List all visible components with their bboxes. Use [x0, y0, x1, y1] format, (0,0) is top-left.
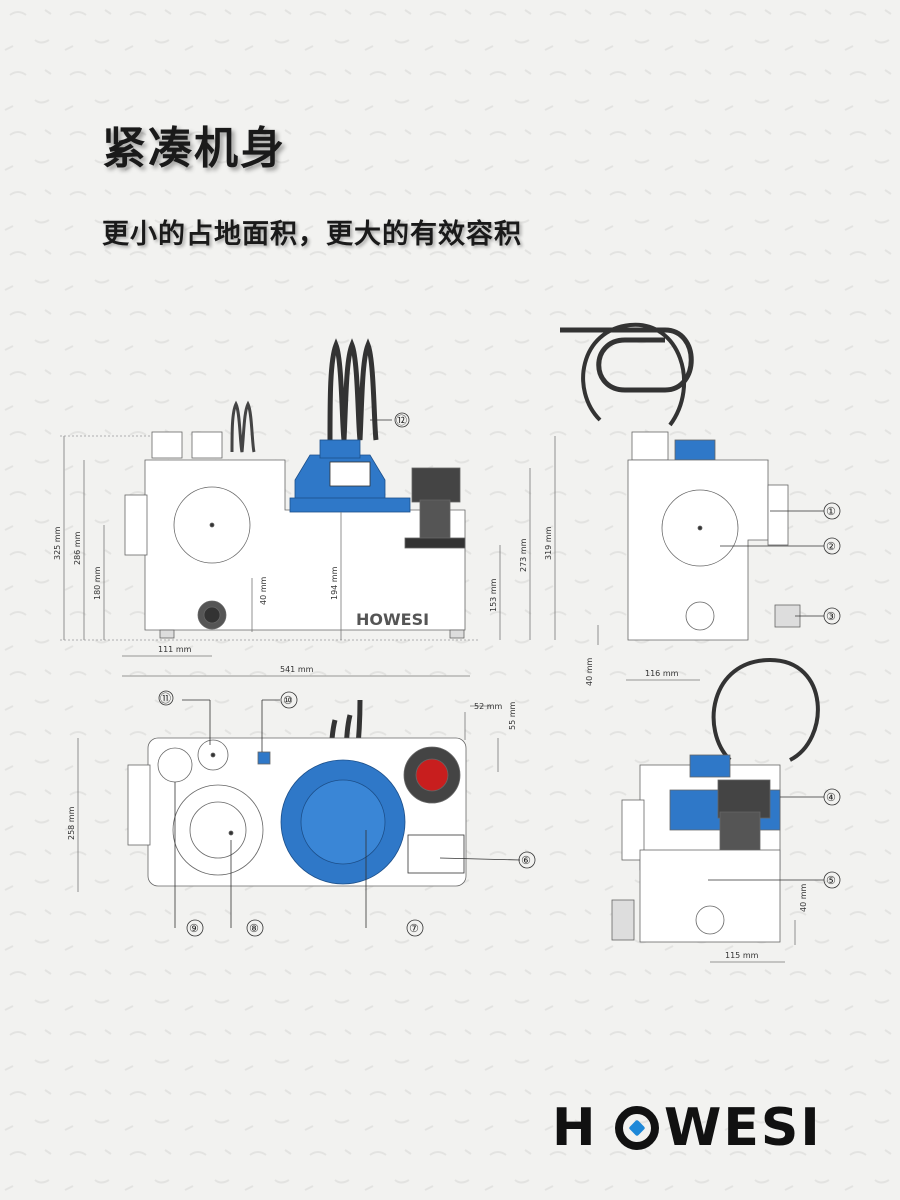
- dim-right-total: 319 mm: [544, 526, 553, 560]
- callout-9: ⑨: [189, 922, 199, 935]
- power-cable-coil: [327, 338, 379, 441]
- front-brand: HOWESI: [356, 610, 429, 629]
- callout-10: ⑩: [283, 694, 293, 707]
- logo-letter-h: H: [552, 1098, 598, 1158]
- rear-dim-inlet: 115 mm: [725, 951, 759, 960]
- brand-logo: H WESI: [552, 1098, 820, 1158]
- top-dim-outlet-x: 52 mm: [474, 702, 503, 711]
- dim-inlet-offset: 111 mm: [158, 645, 192, 654]
- logo-o-icon: [615, 1106, 659, 1150]
- page-subtitle: 更小的占地面积，更大的有效容积: [102, 219, 522, 250]
- outlet-red-valve: [415, 758, 449, 792]
- top-dim-depth: 258 mm: [67, 806, 76, 840]
- dim-total-width: 541 mm: [280, 665, 314, 674]
- outlet-valve: [411, 467, 461, 503]
- logo-letters: WESI: [664, 1098, 822, 1158]
- callout-2: ②: [826, 540, 836, 553]
- callout-7: ⑦: [409, 922, 419, 935]
- callout-11: ⑪: [160, 692, 171, 705]
- callout-1: ①: [826, 505, 836, 518]
- page-title: 紧凑机身: [102, 123, 286, 174]
- dim-inlet-height: 180 mm: [93, 566, 102, 600]
- rear-dim-bottom: 40 mm: [799, 883, 808, 912]
- rear-view: [611, 657, 841, 963]
- side-dim-bottom: 40 mm: [585, 657, 594, 686]
- side-dim-inlet: 116 mm: [645, 669, 679, 678]
- top-view: [77, 690, 536, 937]
- dim-small-inlet: 40 mm: [259, 576, 268, 605]
- callout-4: ④: [826, 791, 836, 804]
- top-dim-outlet-y: 55 mm: [508, 701, 517, 730]
- callout-8: ⑧: [249, 922, 259, 935]
- dim-top-height: 194 mm: [330, 566, 339, 600]
- callout-6: ⑥: [521, 854, 531, 867]
- dim-total-height: 325 mm: [53, 526, 62, 560]
- callout-3: ③: [826, 610, 836, 623]
- dim-outlet-height: 153 mm: [489, 578, 498, 612]
- side-view: [560, 322, 841, 681]
- dim-right-height: 273 mm: [519, 538, 528, 572]
- callout-5: ⑤: [826, 874, 836, 887]
- dim-body-height: 286 mm: [73, 531, 82, 565]
- front-view: [60, 338, 556, 677]
- callout-12: ⑫: [396, 414, 407, 427]
